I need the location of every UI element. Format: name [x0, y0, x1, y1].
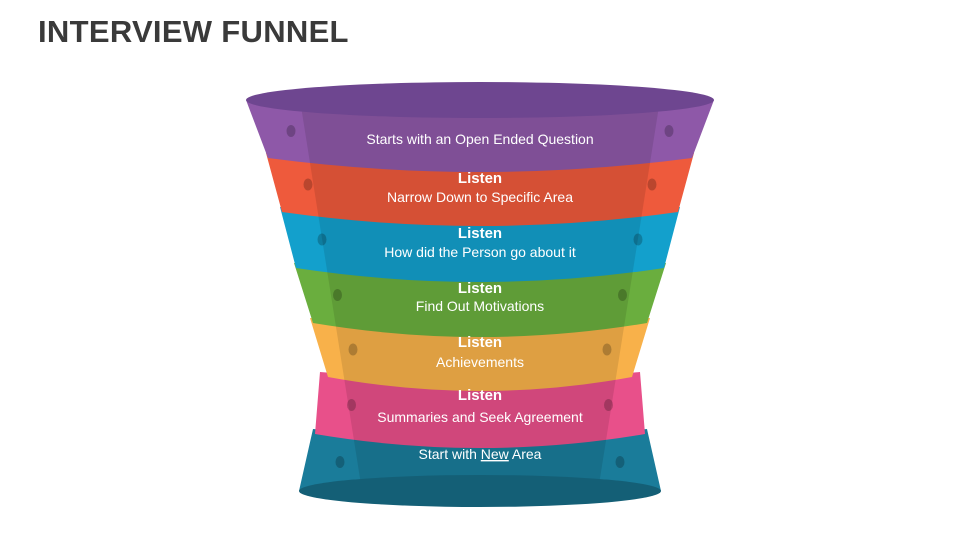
stage-1-text: Starts with an Open Ended Question	[366, 131, 593, 147]
inner-shade	[300, 100, 660, 491]
funnel-band-1	[246, 100, 714, 172]
funnel-base	[299, 475, 661, 507]
rivet-left-2	[303, 178, 313, 191]
funnel-band-4	[294, 263, 666, 337]
funnel-inner-shading	[300, 100, 660, 491]
stage-2-text: Narrow Down to Specific Area	[387, 189, 573, 205]
stage-4: Listen Find Out Motivations	[416, 280, 544, 314]
rivet-left-3	[317, 233, 327, 246]
funnel-band-5	[310, 318, 650, 391]
stage-3: Listen How did the Person go about it	[384, 225, 576, 260]
stage-5: Listen Achievements	[436, 334, 524, 370]
funnel-rivets	[286, 125, 674, 468]
rivet-right-4	[618, 289, 627, 301]
stage-2: Listen Narrow Down to Specific Area	[387, 170, 573, 205]
funnel-top-rim	[246, 82, 714, 118]
funnel-band-2	[266, 153, 694, 226]
rivet-right-1	[664, 125, 674, 137]
rivet-left-5	[348, 343, 358, 356]
rivet-right-6	[604, 399, 613, 411]
stage-3-heading: Listen	[458, 225, 502, 242]
stage-6: Listen Summaries and Seek Agreement	[377, 387, 583, 425]
funnel-band-3	[280, 207, 680, 282]
rivet-right-3	[633, 233, 643, 246]
stage-5-text: Achievements	[436, 354, 524, 370]
stage-4-text: Find Out Motivations	[416, 298, 544, 314]
stage-2-heading: Listen	[458, 170, 502, 187]
stage-7-text: Start with New Area	[419, 446, 542, 462]
rivet-left-7	[335, 456, 345, 468]
stage-7-text-emphasis: New	[481, 446, 510, 462]
stage-3-text: How did the Person go about it	[384, 244, 576, 260]
rivet-right-2	[647, 178, 657, 191]
rivet-left-6	[347, 399, 356, 411]
funnel-band-6	[315, 372, 645, 448]
rivet-right-7	[615, 456, 625, 468]
stage-7-text-after: Area	[509, 446, 542, 462]
stage-4-heading: Listen	[458, 280, 502, 297]
stage-5-heading: Listen	[458, 334, 502, 351]
stage-7-text-before: Start with	[419, 446, 481, 462]
stage-6-heading: Listen	[458, 387, 502, 404]
rivet-left-1	[286, 125, 296, 137]
rivet-right-5	[602, 343, 612, 356]
stage-6-text: Summaries and Seek Agreement	[377, 409, 583, 425]
page-title: INTERVIEW FUNNEL	[38, 14, 349, 49]
stage-1: Starts with an Open Ended Question	[366, 131, 593, 147]
stage-7: Start with New Area	[419, 446, 542, 462]
rivet-left-4	[333, 289, 342, 301]
